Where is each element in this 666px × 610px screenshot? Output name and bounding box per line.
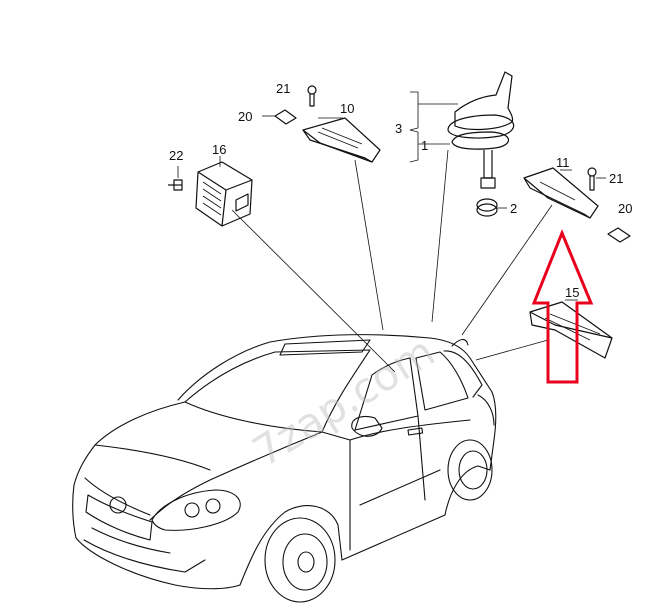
callout-11: 11: [556, 155, 570, 170]
callout-22: 22: [169, 148, 183, 163]
callout-2: 2: [510, 201, 517, 216]
part-21-screw-left: [307, 85, 317, 107]
part-3-roof-antenna: [409, 71, 515, 189]
callout-1: 1: [421, 138, 428, 153]
callout-labels: 21 10 20 3 1 22 16 11 21 2 20 15: [169, 81, 632, 300]
callout-16: 16: [212, 142, 226, 157]
callout-21-right: 21: [609, 171, 623, 186]
highlight-arrow: [531, 229, 594, 384]
part-21-screw-right: [587, 167, 606, 191]
leader-lines: [231, 149, 553, 373]
part-2-nut: [476, 198, 507, 217]
part-11-module: [523, 167, 599, 219]
car-illustration: [72, 334, 497, 603]
part-10-amplifier: [302, 117, 381, 163]
part-15-module: [529, 299, 613, 359]
callout-20-left: 20: [238, 109, 252, 124]
callout-3: 3: [395, 121, 402, 136]
callout-21-left: 21: [276, 81, 290, 96]
part-20-nut-right: [607, 227, 631, 243]
watermark-text: 7zap.com: [244, 327, 443, 477]
part-20-nut-left: [262, 109, 297, 125]
callout-10: 10: [340, 101, 354, 116]
callout-20-right: 20: [618, 201, 632, 216]
callout-15: 15: [565, 285, 579, 300]
part-16-control-module: [195, 156, 253, 227]
part-22-screw: [168, 166, 183, 191]
